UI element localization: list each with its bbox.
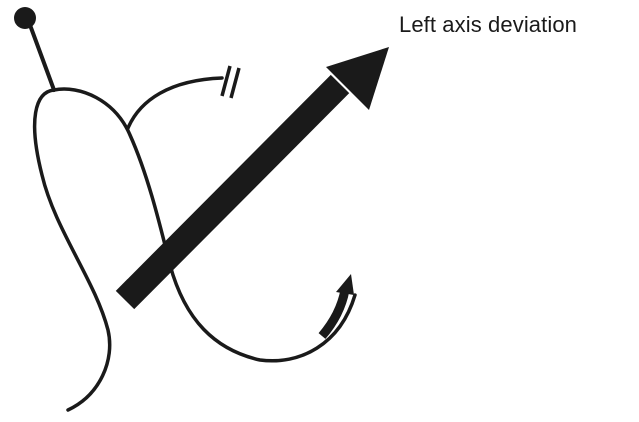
break-mark-2 [231, 68, 239, 98]
axis-arrow [125, 47, 389, 300]
rotation-arrow-body [322, 290, 345, 336]
break-mark-1 [222, 66, 230, 96]
axis-deviation-label: Left axis deviation [399, 12, 577, 38]
rotation-arrow-head [336, 274, 354, 295]
axis-arrow-shaft [125, 84, 340, 300]
heart-outline-left [35, 90, 110, 410]
vessel-branch [128, 78, 222, 128]
electrode-dot [14, 7, 36, 29]
lead-wire [30, 25, 54, 90]
